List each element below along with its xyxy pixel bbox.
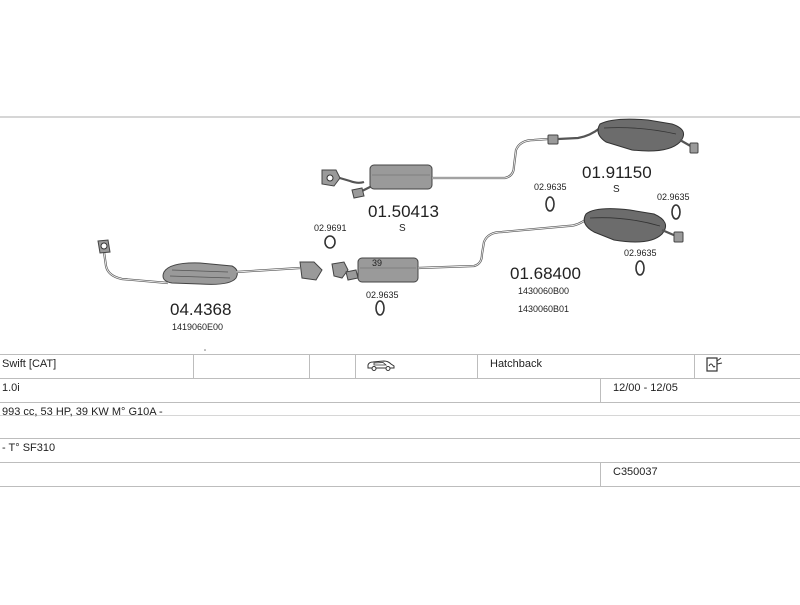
catalog-code: C350037 xyxy=(613,466,658,478)
mount-ring-rear-left-label: 02.9635 xyxy=(534,182,567,192)
car-icon xyxy=(366,358,396,376)
document-icon xyxy=(706,357,724,377)
mount-ring-rear-left[interactable] xyxy=(545,196,555,212)
mount-ring-rear-right-upper[interactable] xyxy=(671,204,681,220)
front-silencer-number: 01.50413 xyxy=(368,202,439,221)
vehicle-model: Swift [CAT] xyxy=(2,358,57,370)
middle-silencer-oe-code-1: 1430060B00 xyxy=(518,286,569,296)
small-part-label: 39 xyxy=(372,258,382,268)
type-code: - T° SF310 xyxy=(2,442,56,454)
body-type: Hatchback xyxy=(490,358,542,370)
middle-silencer-oe-code-2: 1430060B01 xyxy=(518,304,569,314)
production-period: 12/00 - 12/05 xyxy=(613,382,678,394)
engine-spec: 993 cc, 53 HP, 39 KW M° G10A - xyxy=(2,406,163,418)
catalytic-converter-oe-code: 1419060E00 xyxy=(172,322,223,332)
mount-ring-middle[interactable] xyxy=(375,300,385,316)
rear-silencer-number: 01.91150 xyxy=(582,163,652,182)
rear-silencer[interactable] xyxy=(547,118,699,154)
middle-silencer-number: 01.68400 xyxy=(510,264,581,283)
front-silencer-type: S xyxy=(399,223,406,234)
catalytic-converter-number: 04.4368 xyxy=(170,300,231,319)
engine: 1.0i xyxy=(2,382,20,394)
middle-silencer[interactable] xyxy=(331,208,684,283)
mount-ring-middle-label: 02.9635 xyxy=(366,290,399,300)
dot-mark xyxy=(204,349,206,351)
mount-ring-rear-right-lower[interactable] xyxy=(635,260,645,276)
mount-ring-rear-right-lower-label: 02.9635 xyxy=(624,248,657,258)
front-silencer[interactable] xyxy=(321,137,549,199)
mount-ring-rear-right-upper-label: 02.9635 xyxy=(657,192,690,202)
mount-ring-front[interactable] xyxy=(324,235,336,249)
catalytic-converter-pipe[interactable] xyxy=(97,239,323,285)
rear-silencer-type: S xyxy=(613,184,620,195)
mount-ring-front-label: 02.9691 xyxy=(314,223,347,233)
